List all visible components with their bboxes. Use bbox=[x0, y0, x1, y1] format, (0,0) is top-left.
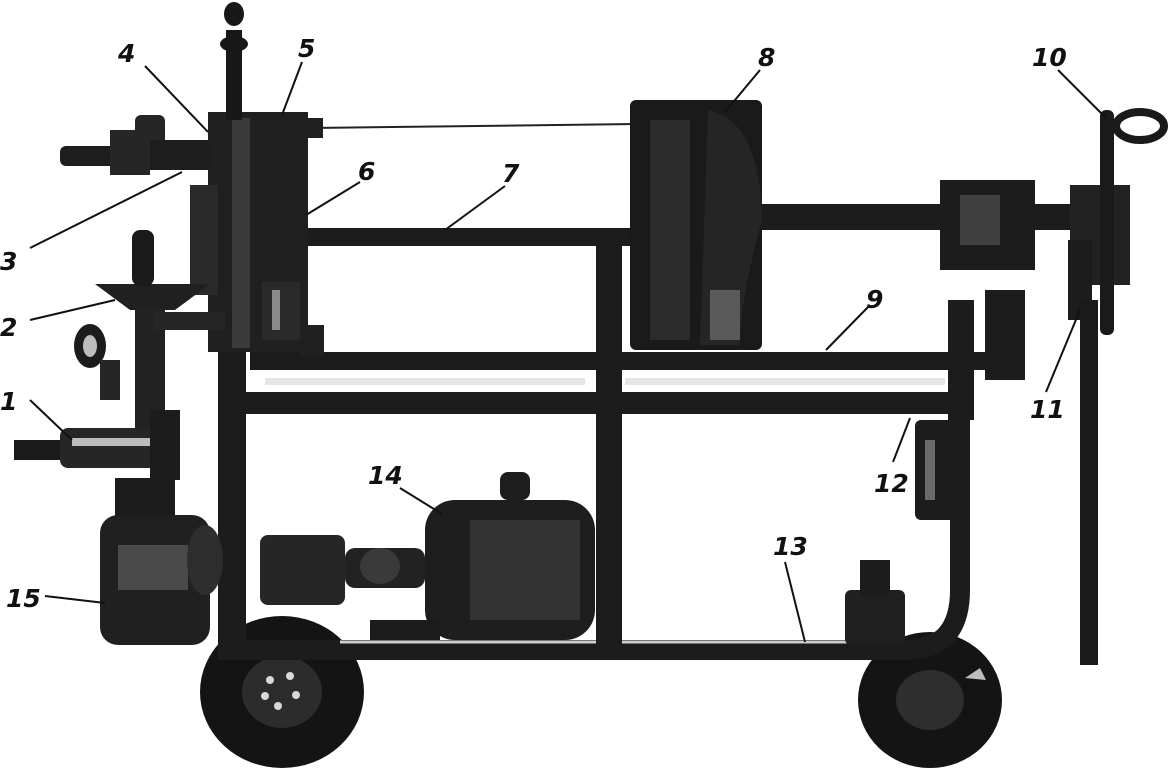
leader-line-4 bbox=[144, 65, 209, 133]
leader-line-9 bbox=[825, 304, 871, 351]
inlet-nozzle bbox=[14, 410, 180, 480]
control-cable bbox=[311, 123, 641, 129]
hydraulic-cylinder bbox=[915, 420, 955, 520]
leader-line-13 bbox=[784, 561, 806, 643]
front-post bbox=[218, 330, 246, 660]
relief-valve bbox=[845, 560, 905, 645]
oil-pump bbox=[100, 478, 223, 645]
rear-lever bbox=[1068, 108, 1168, 335]
leader-line-6 bbox=[305, 181, 361, 216]
leader-line-12 bbox=[892, 417, 911, 463]
pressure-gauge bbox=[74, 324, 120, 400]
middle-post bbox=[596, 235, 622, 655]
leader-line-2 bbox=[29, 299, 116, 321]
leader-line-1 bbox=[29, 399, 73, 441]
callout-3: 3 bbox=[0, 247, 17, 276]
electric-motor bbox=[260, 472, 595, 640]
callout-5: 5 bbox=[298, 34, 315, 63]
callout-15: 15 bbox=[6, 584, 41, 613]
leader-lines bbox=[29, 61, 1107, 643]
carriage bbox=[630, 100, 762, 350]
callout-9: 9 bbox=[866, 285, 883, 314]
callout-7: 7 bbox=[502, 159, 520, 188]
callout-1: 1 bbox=[0, 387, 17, 416]
die-head-assembly bbox=[190, 2, 324, 355]
lower-frame-tube bbox=[225, 410, 970, 660]
lower-guide-rail bbox=[250, 352, 1020, 370]
leader-line-7 bbox=[444, 185, 506, 231]
callout-6: 6 bbox=[358, 157, 375, 186]
support-rod bbox=[1080, 300, 1098, 665]
leader-line-14 bbox=[399, 487, 443, 515]
leader-line-8 bbox=[724, 69, 761, 113]
middle-rail bbox=[230, 392, 970, 414]
callout-13: 13 bbox=[773, 532, 808, 561]
callout-4: 4 bbox=[117, 39, 135, 68]
valve-assembly bbox=[60, 115, 210, 175]
leader-line-3 bbox=[29, 171, 183, 249]
callout-8: 8 bbox=[758, 43, 775, 72]
callout-14: 14 bbox=[368, 461, 403, 490]
leader-line-15 bbox=[44, 595, 106, 604]
rear-clamp bbox=[940, 180, 1130, 380]
callout-11: 11 bbox=[1030, 395, 1065, 424]
leader-line-5 bbox=[281, 61, 303, 116]
leader-line-10 bbox=[1057, 69, 1107, 119]
rear-wheel bbox=[858, 632, 1002, 768]
machine-drawing bbox=[14, 2, 1168, 768]
callout-2: 2 bbox=[0, 313, 17, 342]
callout-12: 12 bbox=[874, 469, 909, 498]
callout-labels: 1 2 3 4 5 6 7 8 9 10 11 12 13 14 15 bbox=[0, 34, 1067, 613]
leader-line-11 bbox=[1045, 309, 1081, 393]
callout-10: 10 bbox=[1032, 43, 1067, 72]
